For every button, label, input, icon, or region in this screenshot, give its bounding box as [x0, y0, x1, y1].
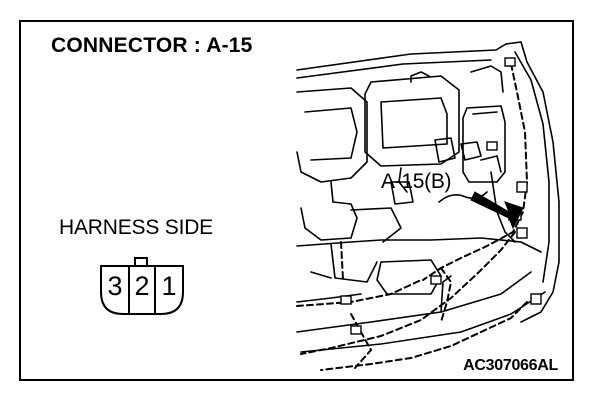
pin-3: 3: [107, 271, 123, 301]
location-callout: A-15(B): [381, 170, 452, 193]
connector-face: 3 2 1: [97, 256, 187, 316]
figure-code: AC307066AL: [463, 357, 558, 374]
pin-1: 1: [161, 271, 177, 301]
engine-bay-illustration: [296, 41, 560, 371]
connector-outline-icon: [100, 257, 184, 315]
harness-side-label: HARNESS SIDE: [59, 216, 213, 239]
pin-2: 2: [134, 271, 150, 301]
callout-arrow-icon: [470, 191, 524, 230]
diagram-frame: CONNECTOR : A-15 HARNESS SIDE 3 2 1: [19, 20, 574, 381]
connector-title: CONNECTOR : A-15: [51, 34, 253, 57]
